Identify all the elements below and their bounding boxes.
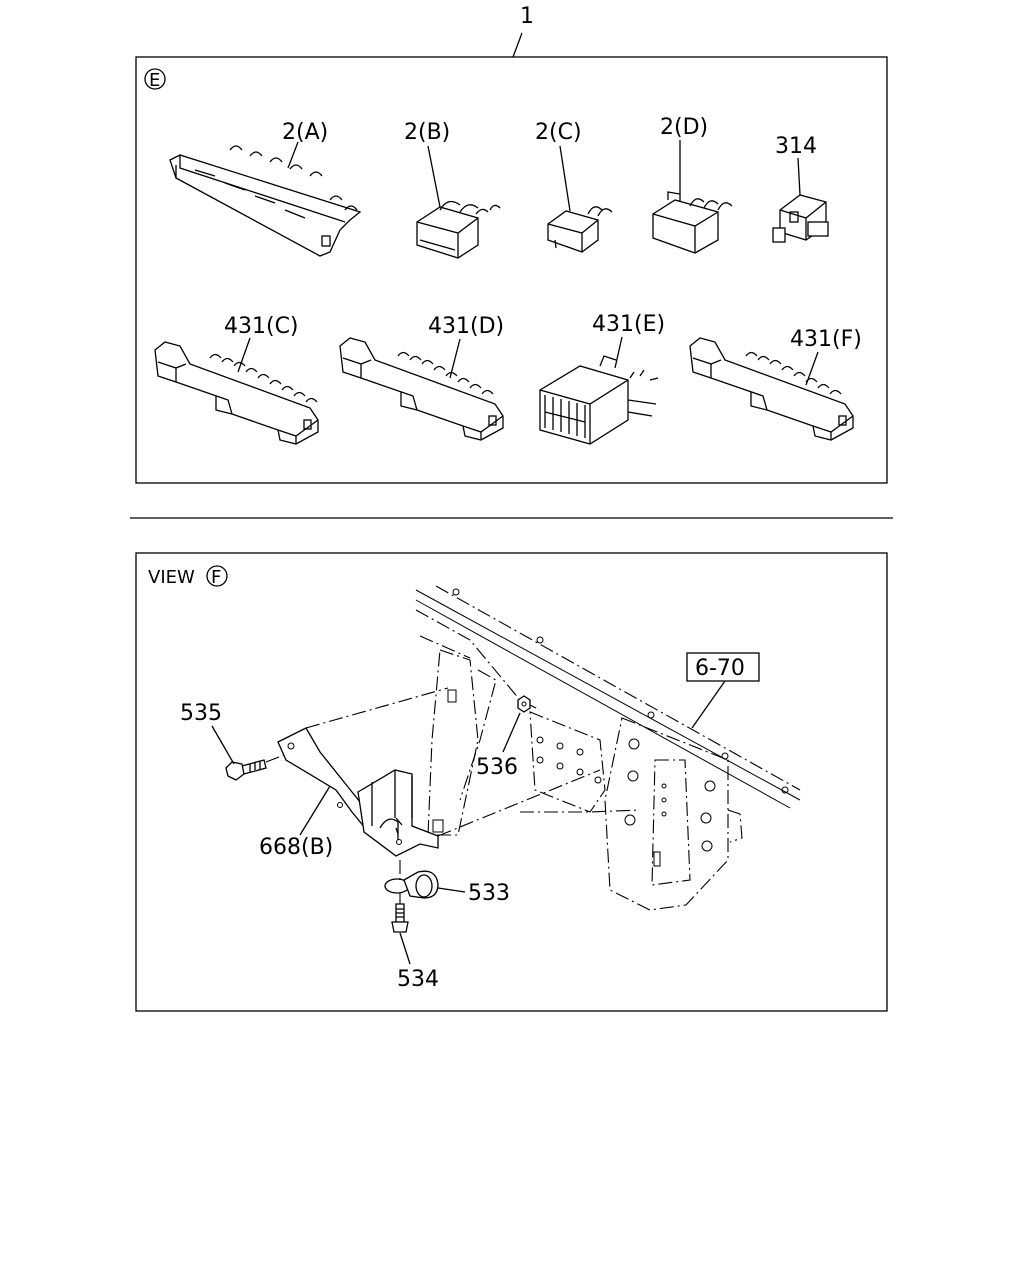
panel-e: E 2(A) 2(B) 2(C) — [135, 56, 888, 484]
part-label-431f: 431(F) — [790, 327, 862, 352]
part-label-2a: 2(A) — [282, 120, 328, 145]
leader-431f — [805, 351, 819, 386]
connector-2a — [169, 145, 362, 257]
panel-f: VIEW F — [135, 552, 888, 1012]
connector-2c — [547, 206, 613, 253]
connector-431f — [689, 337, 854, 441]
leader-2a — [287, 141, 299, 169]
leader-535 — [211, 725, 235, 765]
bracket-668b — [277, 687, 601, 857]
assembly-ref-label: 1 — [520, 4, 534, 29]
part-label-314: 314 — [775, 134, 817, 159]
panel-f-marker: F — [211, 567, 221, 588]
bolt-535 — [225, 751, 293, 781]
part-label-533: 533 — [468, 881, 510, 906]
leader-534 — [399, 932, 411, 965]
connector-431e — [539, 355, 659, 445]
part-label-534: 534 — [397, 967, 439, 992]
leader-431e — [614, 336, 623, 369]
leader-2b — [427, 145, 441, 208]
part-label-2b: 2(B) — [404, 120, 450, 145]
part-label-535: 535 — [180, 701, 222, 726]
leader-536 — [502, 712, 521, 753]
frame-rail — [415, 585, 801, 809]
gusset-plate — [604, 717, 743, 911]
part-label-536: 536 — [476, 755, 518, 780]
leader-431d — [449, 338, 461, 379]
hanger-bracket — [427, 649, 497, 836]
part-label-2c: 2(C) — [535, 120, 582, 145]
ref-box-label: 6-70 — [695, 656, 745, 681]
cross-member-plate — [520, 711, 641, 813]
panel-f-view-label: VIEW — [148, 567, 195, 588]
part-label-668b: 668(B) — [259, 835, 333, 860]
panel-e-marker-circle — [144, 68, 166, 90]
leader-431c — [237, 337, 251, 373]
assembly-ref-leader — [512, 32, 523, 58]
clip-533 — [384, 860, 439, 899]
part-label-431e: 431(E) — [592, 312, 665, 337]
connector-431d — [339, 337, 504, 441]
screw-534 — [391, 893, 409, 933]
ref-box-6-70 — [686, 652, 760, 682]
panel-e-marker: E — [149, 70, 160, 91]
nut-536 — [517, 695, 531, 713]
leader-533 — [437, 887, 466, 893]
connector-2d — [652, 191, 733, 254]
connector-431c — [154, 341, 319, 445]
connector-314 — [772, 194, 829, 243]
leader-668b — [299, 785, 331, 836]
part-label-2d: 2(D) — [660, 115, 708, 140]
leader-6-70 — [691, 680, 726, 729]
part-label-431d: 431(D) — [428, 314, 504, 339]
connector-2b — [416, 200, 501, 259]
panel-f-frame — [135, 552, 888, 1012]
part-label-431c: 431(C) — [224, 314, 299, 339]
leader-2c — [559, 145, 571, 212]
panel-e-frame — [135, 56, 888, 484]
panel-f-marker-circle — [206, 565, 228, 587]
leader-314 — [797, 157, 801, 196]
